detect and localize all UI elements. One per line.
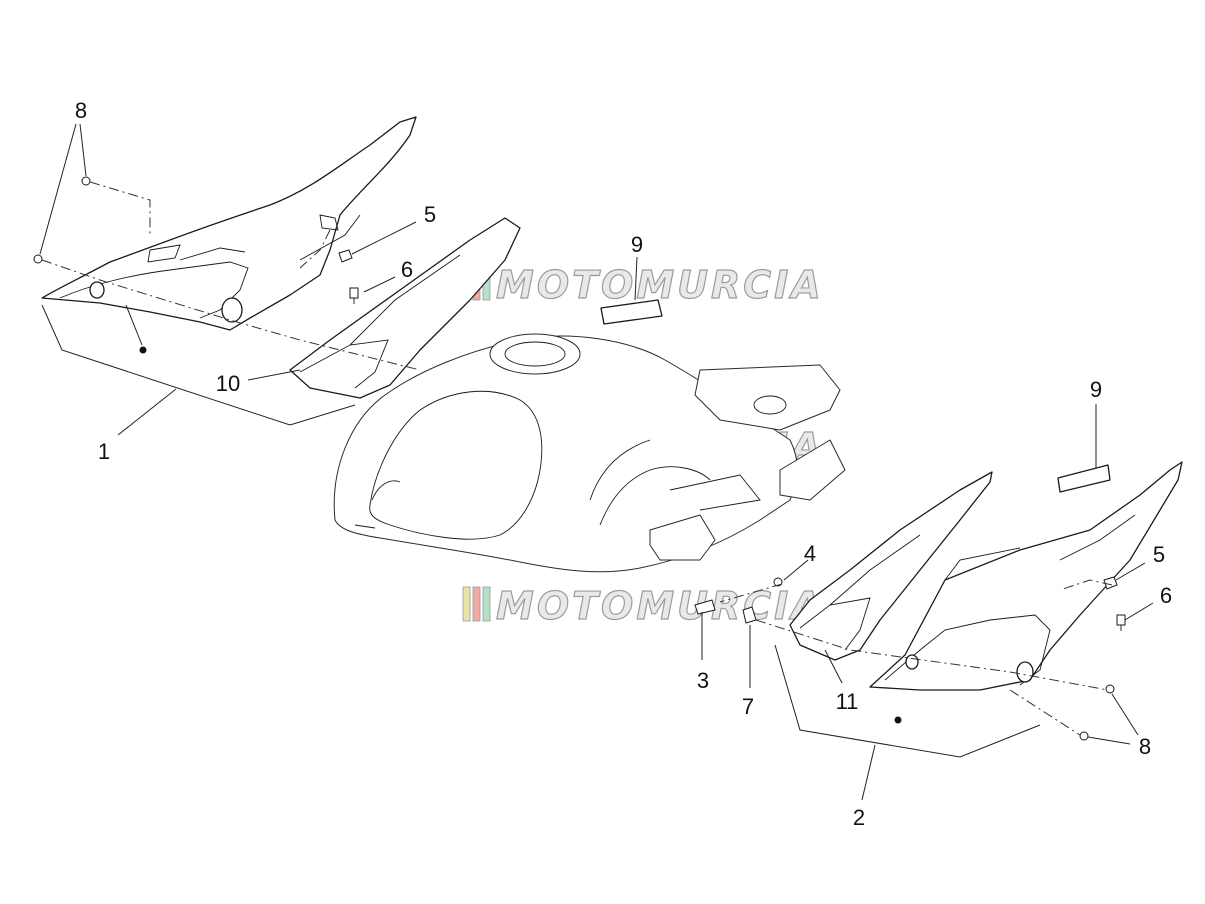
callout-6-right: 6	[1160, 583, 1172, 608]
fuel-tank-cover	[333, 333, 846, 573]
callouts: 1 2 3 4 5 5 6 6 7 8 8 9 9 10 11	[75, 98, 1172, 830]
right-inner-panel	[789, 471, 993, 661]
callout-6-left: 6	[401, 257, 413, 282]
clip-left	[338, 249, 353, 263]
screw-right	[1116, 614, 1126, 631]
callout-1: 1	[98, 439, 110, 464]
right-side-fairing	[869, 461, 1183, 691]
watermark-bottom: MOTOMURCIA	[462, 583, 824, 629]
pad-left	[600, 299, 663, 325]
callout-10: 10	[216, 371, 240, 396]
watermark-text: MOTOMURCIA	[496, 263, 824, 307]
callout-11: 11	[836, 689, 859, 714]
reference-dot-left	[139, 346, 147, 354]
callout-5-right: 5	[1153, 542, 1165, 567]
callout-2: 2	[853, 805, 865, 830]
screw-left	[349, 287, 359, 304]
callout-5-left: 5	[424, 202, 436, 227]
screw-4	[773, 577, 783, 587]
screw-8-left-lower	[33, 254, 43, 264]
left-side-fairing	[41, 116, 417, 331]
callout-3: 3	[697, 668, 709, 693]
callout-8-right: 8	[1139, 734, 1151, 759]
screw-8-right-upper	[1105, 684, 1115, 694]
pad-right	[1057, 464, 1111, 493]
leader-lines	[39, 123, 1154, 801]
left-inner-panel	[289, 217, 521, 399]
assembly-lines	[41, 181, 1113, 736]
clip-right	[1103, 576, 1118, 590]
watermark-text: MOTOMURCIA	[496, 584, 824, 628]
callout-8-left: 8	[75, 98, 87, 123]
watermark-top: MOTOMURCIA	[462, 262, 824, 308]
screw-8-left-upper	[81, 176, 91, 186]
callout-9-left: 9	[631, 232, 643, 257]
screw-8-right-lower	[1079, 731, 1089, 741]
callout-4: 4	[804, 541, 816, 566]
callout-7: 7	[742, 694, 754, 719]
reference-dot-right	[894, 716, 902, 724]
callout-9-right: 9	[1090, 377, 1102, 402]
clip-3	[694, 599, 716, 615]
